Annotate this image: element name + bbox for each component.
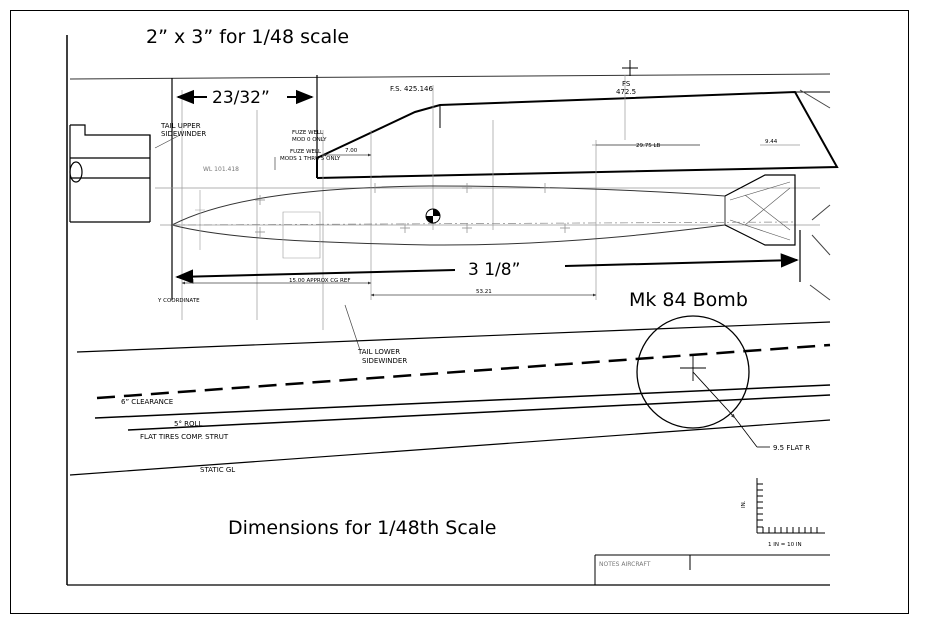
clearance-label: 6” CLEARANCE (121, 398, 173, 406)
dim-5321-label: 53.21 (476, 289, 492, 295)
scale-in-label: IN. (741, 500, 747, 508)
top-reference-line (69, 73, 831, 80)
fuze-well-2-label-2: MODS 1 THRU 5 ONLY (280, 156, 341, 162)
scale-note-title: 2” x 3” for 1/48 scale (146, 26, 349, 48)
ground-clearance-lines (69, 321, 831, 476)
dim-1500-label: 15.00 APPROX CG REF (289, 278, 351, 284)
station-marks (255, 183, 570, 237)
aircraft-pylon-outline (316, 90, 839, 179)
y-coordinate-label: Y COORDINATE (157, 298, 200, 304)
body-length-dimension (175, 253, 799, 284)
roll-label: 5° ROLL (174, 420, 202, 428)
scale-bar (756, 478, 825, 534)
fuze-well-1-label-1: FUZE WELL (292, 130, 324, 136)
dim-2975-label: 29.75 LB (636, 143, 661, 149)
static-gl-label: STATIC GL (200, 466, 235, 474)
tail-lower-label-2: SIDEWINDER (362, 357, 407, 365)
notes-box (594, 554, 830, 585)
tail-upper-label-2: SIDEWINDER (161, 130, 206, 138)
fin-length-label: 23/32” (212, 88, 270, 108)
tail-upper-label-1: TAIL UPPER (160, 122, 201, 130)
flat-tires-label: FLAT TIRES COMP. STRUT (140, 433, 229, 441)
dim-700-label: 7.00 (345, 148, 358, 154)
tail-lower-label-1: TAIL LOWER (357, 348, 400, 356)
fs-425-label: F.S. 425.146 (390, 85, 434, 93)
notes-label: NOTES AIRCRAFT (599, 561, 651, 568)
fs-472-label-2: 472.5 (616, 88, 636, 96)
bomb-name-label: Mk 84 Bomb (629, 289, 748, 311)
fuze-well-1-label-2: MOD 0 ONLY (292, 137, 327, 143)
fs-472-label-1: FS (622, 80, 631, 88)
footer-title: Dimensions for 1/48th Scale (228, 517, 496, 539)
right-edge-fragments (799, 89, 831, 301)
cg-symbol (425, 208, 441, 224)
drawing-frame (10, 10, 909, 614)
body-length-label: 3 1/8” (468, 260, 520, 280)
main-wheel (636, 315, 770, 448)
scale-ratio-label: 1 IN = 10 IN (768, 542, 802, 548)
wl-label: WL 101.418 (203, 166, 239, 173)
dim-944-label: 9.44 (765, 139, 778, 145)
flat-radius-label: 9.5 FLAT R (773, 444, 810, 452)
fuze-well-2-label-1: FUZE WELL (290, 149, 322, 155)
crosshair-icon (622, 60, 638, 76)
small-dimension-lines (154, 134, 700, 351)
reference-lines (171, 75, 801, 300)
mk84-bomb-body (170, 174, 796, 259)
pylon-stub (69, 124, 151, 223)
